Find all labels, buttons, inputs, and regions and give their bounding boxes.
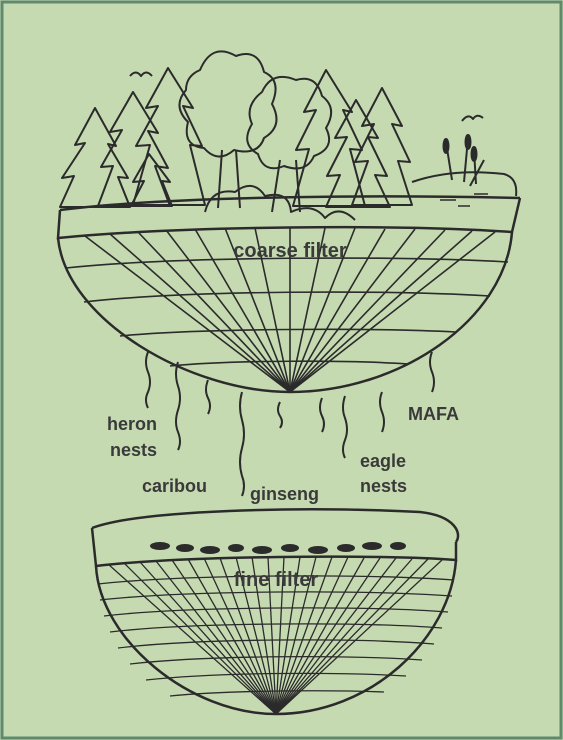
ginseng-label: ginseng bbox=[250, 484, 319, 504]
eagle-label: eagle bbox=[360, 451, 406, 471]
heron-label: heron bbox=[107, 414, 157, 434]
eagle-label-2: nests bbox=[360, 476, 407, 496]
caribou-label: caribou bbox=[142, 476, 207, 496]
mafa-label: MAFA bbox=[408, 404, 459, 424]
coarse-filter-label: coarse filter bbox=[233, 240, 347, 262]
fine-filter-label: fine filter bbox=[234, 569, 319, 591]
heron-label-2: nests bbox=[110, 440, 157, 460]
